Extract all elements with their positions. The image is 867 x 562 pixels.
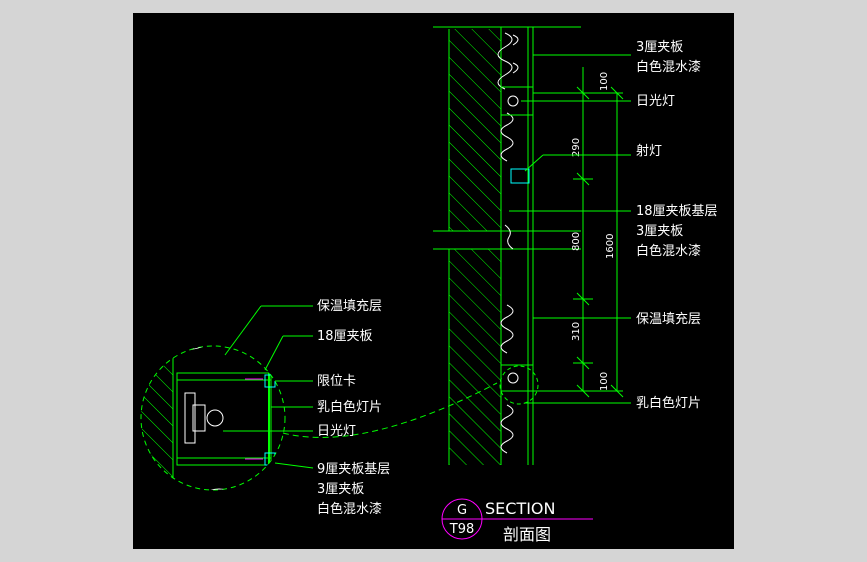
detail-label-milky-panel: 乳白色灯片 bbox=[317, 399, 382, 415]
label-fluorescent: 日光灯 bbox=[636, 94, 675, 109]
section-title: SECTION bbox=[485, 499, 556, 518]
label-18mm-base: 18厘夹板基层 bbox=[636, 204, 718, 219]
label-white-paint-top: 白色混水漆 bbox=[636, 59, 701, 75]
detail-label-18mm-plywood: 18厘夹板 bbox=[317, 329, 373, 344]
label-3mm-plywood-top: 3厘夹板 bbox=[636, 40, 683, 55]
spotlight bbox=[510, 168, 530, 184]
label-white-paint-mid: 白色混水漆 bbox=[636, 243, 701, 259]
main-section: 100 290 800 1600 310 100 bbox=[433, 26, 631, 465]
detail-label-stopper: 限位卡 bbox=[317, 374, 356, 389]
section-drawing: 100 290 800 1600 310 100 3厘夹板 白色混水漆 日光灯 … bbox=[140, 26, 718, 544]
dim-800: 800 bbox=[571, 232, 582, 251]
detail-label-insulation: 保温填充层 bbox=[317, 298, 382, 314]
label-insulation: 保温填充层 bbox=[636, 311, 701, 327]
marker-letter: G bbox=[457, 503, 467, 518]
detail-label-white-paint: 白色混水漆 bbox=[317, 501, 382, 517]
dim-290: 290 bbox=[571, 138, 582, 157]
dim-1600: 1600 bbox=[605, 234, 616, 259]
marker-sheet: T98 bbox=[449, 522, 474, 537]
detail-label-fluorescent: 日光灯 bbox=[317, 424, 356, 439]
title-block: G T98 SECTION 剖面图 bbox=[441, 498, 593, 544]
dim-100-bottom: 100 bbox=[599, 372, 610, 391]
label-spotlight: 射灯 bbox=[636, 143, 662, 159]
detail-label-3mm-plywood: 3厘夹板 bbox=[317, 482, 364, 497]
dim-100-top: 100 bbox=[599, 72, 610, 91]
section-subtitle: 剖面图 bbox=[503, 525, 551, 544]
label-milky-panel: 乳白色灯片 bbox=[636, 395, 701, 411]
wall-hatch-upper bbox=[449, 29, 501, 231]
dim-310: 310 bbox=[571, 322, 582, 341]
detail-connector bbox=[282, 382, 498, 438]
right-labels: 3厘夹板 白色混水漆 日光灯 射灯 18厘夹板基层 3厘夹板 白色混水漆 保温填… bbox=[636, 40, 718, 411]
detail-labels: 保温填充层 18厘夹板 限位卡 乳白色灯片 日光灯 9厘夹板基层 3厘夹板 白色… bbox=[317, 298, 390, 517]
detail-callout bbox=[140, 305, 498, 491]
detail-label-9mm-base: 9厘夹板基层 bbox=[317, 462, 390, 477]
insulation-upper bbox=[497, 32, 519, 90]
insulation-lower bbox=[500, 304, 514, 354]
label-3mm-plywood-mid: 3厘夹板 bbox=[636, 224, 683, 239]
wall-hatch-lower bbox=[449, 249, 501, 465]
drawing-canvas: 100 290 800 1600 310 100 3厘夹板 白色混水漆 日光灯 … bbox=[133, 13, 734, 549]
